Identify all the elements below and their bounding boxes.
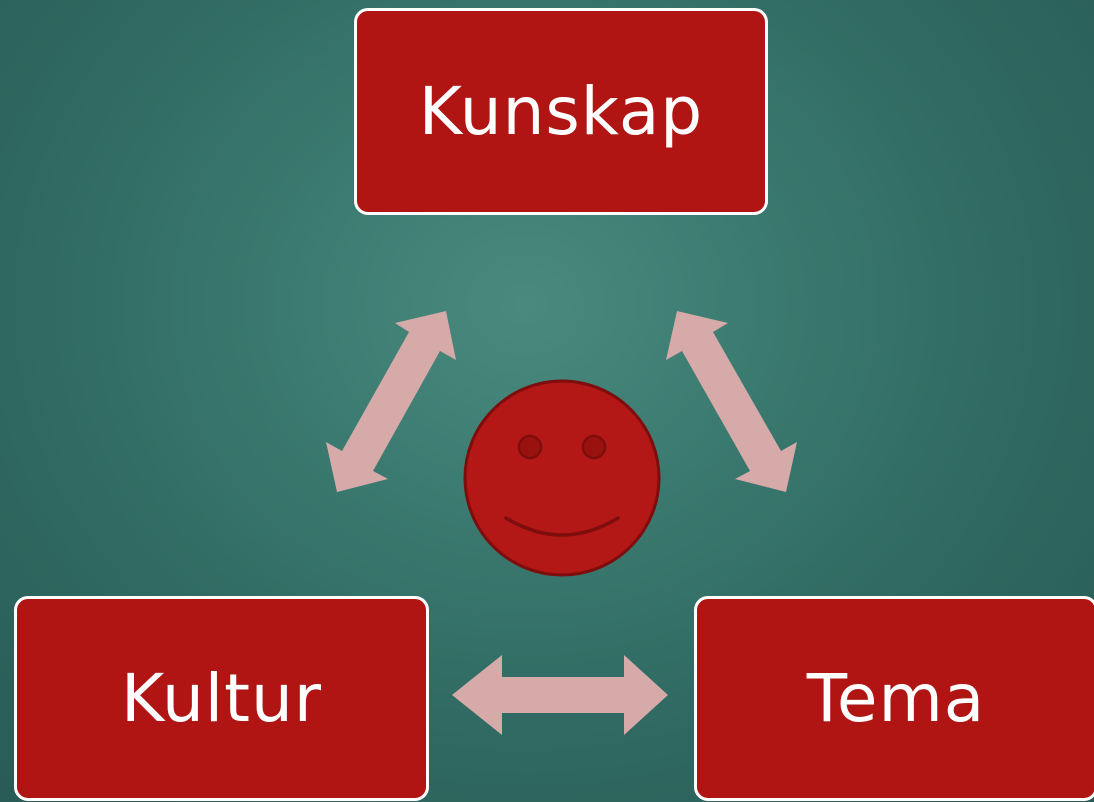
smiley-face-icon — [463, 379, 661, 577]
node-tema-label: Tema — [806, 660, 986, 737]
node-kultur: Kultur — [14, 596, 429, 801]
right-eye — [581, 434, 607, 460]
face-circle — [463, 379, 661, 577]
node-kultur-label: Kultur — [120, 660, 322, 737]
left-eye — [517, 434, 543, 460]
double-arrow-kunskap-tema — [666, 311, 797, 492]
node-tema: Tema — [694, 596, 1094, 801]
smile-mouth — [504, 516, 620, 537]
double-arrow-kunskap-kultur — [326, 311, 456, 492]
double-arrow-kultur-tema — [452, 655, 668, 735]
node-kunskap: Kunskap — [354, 8, 768, 215]
node-kunskap-label: Kunskap — [418, 73, 704, 150]
